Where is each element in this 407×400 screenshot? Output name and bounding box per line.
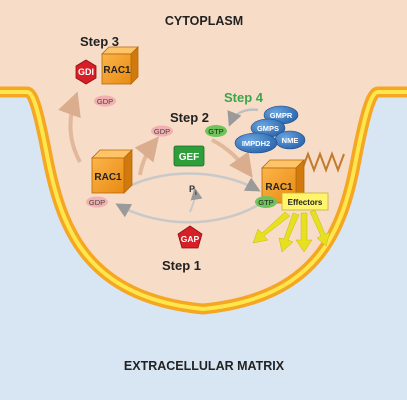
- rac1-gdi-cube: RAC1: [101, 46, 139, 85]
- gap-pentagon: GAP: [177, 225, 203, 249]
- arrow-inactivation: [115, 203, 259, 224]
- rac1-gdi-label: RAC1: [103, 65, 131, 76]
- effector-arrows: [252, 209, 331, 253]
- arrow-pi: [189, 187, 203, 213]
- pi-label: Pi: [189, 184, 197, 197]
- nme-label: NME: [282, 136, 299, 145]
- gmps-label: GMPS: [257, 124, 279, 133]
- effectors-label: Effectors: [288, 198, 323, 207]
- impdh2-ellipse: [234, 132, 278, 154]
- step4-label: Step 4: [224, 90, 264, 105]
- rac1-active-label: RAC1: [265, 182, 293, 193]
- gdp-step3-label: GDP: [97, 97, 113, 106]
- gtp-incoming-badge: GTP: [205, 125, 227, 137]
- gdi-label: GDI: [78, 67, 94, 77]
- gdp-inactive-badge: GDP: [86, 196, 108, 208]
- arrow-to-gdi: [58, 91, 82, 163]
- arrow-gtp-incoming: [211, 138, 253, 178]
- impdh2-label: IMPDH2: [242, 139, 270, 148]
- rac1-inactive-label: RAC1: [94, 172, 122, 183]
- effector-arrow-4: [309, 209, 331, 247]
- step2-label: Step 2: [170, 110, 209, 125]
- gdp-step3-badge: GDP: [94, 95, 116, 107]
- effector-arrow-3: [295, 212, 313, 253]
- gdp-inactive-label: GDP: [89, 198, 105, 207]
- cytoplasm-label: CYTOPLASM: [165, 14, 243, 28]
- arrow-gdp-release: [134, 136, 159, 176]
- cell-membrane-inner: [0, 90, 407, 311]
- gmpr-label: GMPR: [270, 111, 293, 120]
- gef-box: GEF: [173, 145, 205, 167]
- rac1-inactive-cube: RAC1: [91, 149, 133, 194]
- extracellular-label: EXTRACELLULAR MATRIX: [124, 359, 285, 373]
- gtp-bound-badge: GTP: [255, 196, 277, 208]
- effectors-box: Effectors: [281, 192, 329, 211]
- gef-label: GEF: [179, 152, 200, 163]
- gdi-hexagon: GDI: [75, 59, 97, 85]
- arrow-step4: [227, 108, 259, 127]
- step3-label: Step 3: [80, 34, 119, 49]
- gtp-incoming-label: GTP: [208, 127, 223, 136]
- effector-arrow-1: [252, 211, 291, 244]
- effector-arrow-2: [278, 212, 300, 253]
- gtp-bound-label: GTP: [258, 198, 273, 207]
- enzyme-cluster: GMPR GMPS NME IMPDH2: [234, 105, 306, 154]
- gdp-released-badge: GDP: [151, 125, 173, 137]
- membrane-anchor: [301, 151, 345, 173]
- arrow-activation: [121, 172, 261, 192]
- step1-label: Step 1: [162, 258, 201, 273]
- gap-label: GAP: [181, 234, 200, 244]
- gdp-released-label: GDP: [154, 127, 170, 136]
